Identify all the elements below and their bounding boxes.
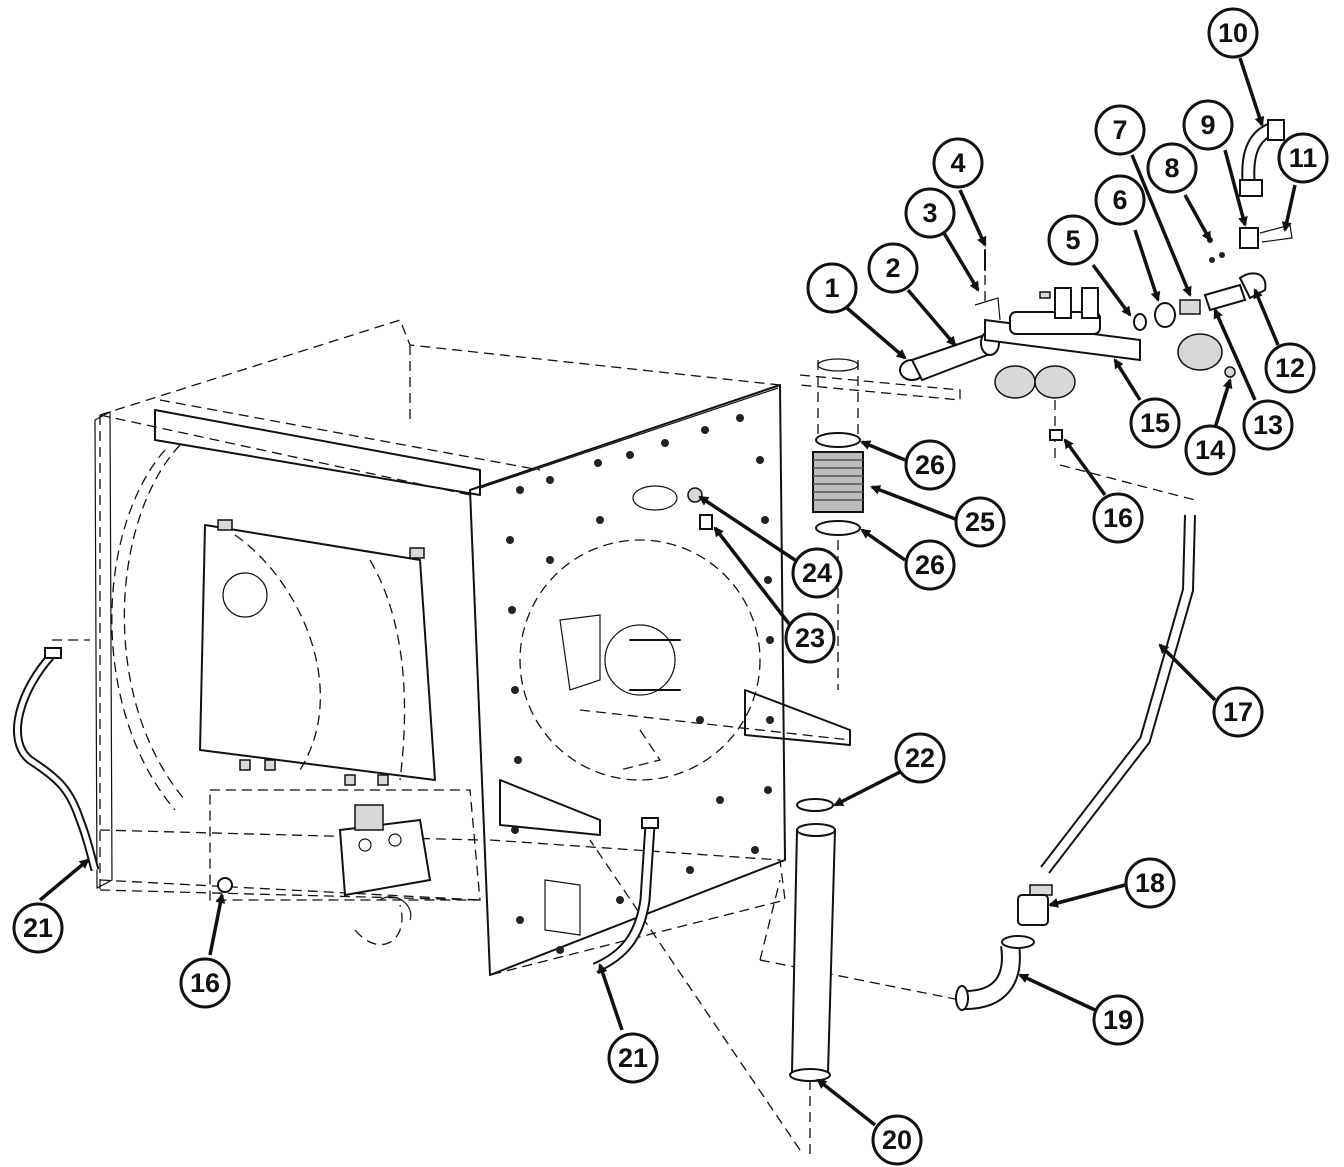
svg-text:3: 3 (922, 198, 937, 228)
svg-text:16: 16 (1103, 503, 1133, 533)
callout-7: 7 (1094, 104, 1146, 156)
svg-text:19: 19 (1103, 1005, 1133, 1035)
svg-text:23: 23 (795, 623, 825, 653)
svg-text:26: 26 (915, 550, 945, 580)
svg-text:1: 1 (824, 273, 839, 303)
svg-text:25: 25 (965, 507, 995, 537)
svg-text:21: 21 (23, 913, 53, 943)
svg-text:2: 2 (885, 253, 900, 283)
svg-text:12: 12 (1275, 353, 1305, 383)
water-manifold-assembly (799, 119, 1293, 501)
callout-24: 24 (791, 547, 843, 599)
bellows-25 (812, 358, 864, 690)
svg-text:10: 10 (1218, 18, 1248, 48)
callout-3: 3 (904, 187, 956, 239)
svg-text:7: 7 (1112, 115, 1127, 145)
callout-15: 15 (1129, 397, 1181, 449)
svg-text:6: 6 (1112, 185, 1127, 215)
svg-text:13: 13 (1253, 410, 1283, 440)
svg-text:17: 17 (1223, 697, 1253, 727)
callout-13: 13 (1242, 399, 1294, 451)
callout-20: 20 (871, 1114, 923, 1166)
plate-bolt-holes (506, 414, 774, 954)
callout-19: 19 (1092, 994, 1144, 1046)
svg-text:24: 24 (802, 558, 832, 588)
svg-text:21: 21 (618, 1043, 648, 1073)
callout-22: 22 (894, 732, 946, 784)
callout-6: 6 (1094, 174, 1146, 226)
callout-21-left: 21 (12, 902, 64, 954)
svg-text:15: 15 (1140, 408, 1170, 438)
svg-text:26: 26 (915, 450, 945, 480)
svg-text:18: 18 (1135, 868, 1165, 898)
left-hose-21 (12, 639, 100, 872)
callout-1: 1 (806, 262, 858, 314)
callout-21-right: 21 (607, 1032, 659, 1084)
callout-5: 5 (1047, 214, 1099, 266)
svg-text:5: 5 (1065, 225, 1080, 255)
callout-17: 17 (1212, 686, 1264, 738)
callout-16-upper: 16 (1092, 492, 1144, 544)
svg-text:16: 16 (190, 968, 220, 998)
right-hose-17 (955, 514, 1196, 1011)
callouts: 1 2 3 4 5 6 7 8 9 10 11 12 13 14 15 16 1… (12, 7, 1329, 1166)
callout-4: 4 (932, 137, 984, 189)
svg-text:11: 11 (1289, 143, 1318, 173)
callout-14: 14 (1184, 424, 1236, 476)
callout-25: 25 (954, 496, 1006, 548)
callout-18: 18 (1124, 857, 1176, 909)
callout-leaders (38, 57, 1297, 1127)
callout-8: 8 (1146, 142, 1198, 194)
svg-text:4: 4 (950, 148, 965, 178)
fitting-16 (217, 877, 233, 893)
svg-text:8: 8 (1164, 153, 1179, 183)
callout-10: 10 (1207, 7, 1259, 59)
callout-16-lower: 16 (179, 957, 231, 1009)
callout-11: 11 (1277, 132, 1329, 184)
callout-2: 2 (867, 242, 919, 294)
callout-23: 23 (784, 612, 836, 664)
callout-9: 9 (1182, 99, 1234, 151)
svg-text:14: 14 (1195, 435, 1225, 465)
svg-text:20: 20 (882, 1125, 912, 1155)
callout-12: 12 (1264, 342, 1316, 394)
callout-26-lower: 26 (904, 539, 956, 591)
svg-text:22: 22 (905, 743, 935, 773)
drain-tube-20 (789, 798, 837, 1160)
callout-26-upper: 26 (904, 439, 956, 491)
svg-text:9: 9 (1200, 110, 1215, 140)
